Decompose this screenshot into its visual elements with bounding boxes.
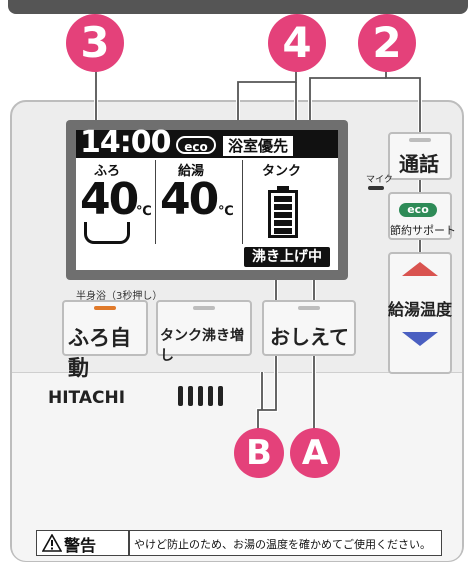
- speaker-slot: [218, 386, 223, 406]
- teach-label: おしえて: [270, 325, 349, 349]
- bath-priority-indicator: 浴室優先: [222, 135, 294, 157]
- temp-down-arrow-icon[interactable]: [402, 332, 438, 346]
- boiling-status: 沸き上げ中: [244, 247, 330, 267]
- button-stripe: [298, 306, 320, 310]
- tank-bar: [274, 228, 292, 234]
- speaker-slot: [188, 386, 193, 406]
- call-button[interactable]: 通話: [388, 132, 452, 180]
- tank-bar: [274, 196, 292, 202]
- tank-icon-cap: [277, 186, 289, 191]
- eco-icon: eco: [399, 203, 437, 217]
- auto-bath-label: ふろ自動: [68, 326, 131, 380]
- teach-button[interactable]: おしえて: [262, 300, 356, 356]
- top-band: [8, 0, 468, 14]
- clock-display: 14:00: [80, 125, 171, 160]
- bathtub-icon: [84, 222, 130, 244]
- eco-mode-badge: eco: [176, 136, 216, 154]
- hot-water-temp-unit: ℃: [218, 204, 234, 219]
- callout-badge-b: B: [234, 428, 284, 478]
- warning-label: [36, 530, 442, 556]
- button-stripe: [193, 306, 215, 310]
- callout-badge-2: 2: [358, 14, 416, 72]
- mic-indicator: [368, 186, 384, 190]
- button-stripe-orange: [94, 306, 116, 310]
- tank-bar: [274, 212, 292, 218]
- hot-water-label: 給湯: [178, 164, 205, 179]
- hot-water-temperature: 40: [160, 174, 219, 225]
- tank-bar: [274, 204, 292, 210]
- temp-up-arrow-icon[interactable]: [402, 262, 438, 276]
- bath-temperature: 40: [80, 174, 139, 225]
- callout-badge-4: 4: [268, 14, 326, 72]
- hot-water-temp-label: 給湯温度: [388, 300, 453, 319]
- call-button-label: 通話: [399, 152, 439, 176]
- callout-badge-3: 3: [66, 14, 124, 72]
- tank-bar: [274, 220, 292, 226]
- mic-label: マイク: [366, 175, 393, 185]
- brand-logo: HITACHI: [48, 388, 126, 408]
- speaker-slot: [178, 386, 183, 406]
- button-stripe: [409, 138, 431, 142]
- warning-title: 警告: [64, 536, 97, 555]
- tank-reheat-button[interactable]: タンク沸き増し: [156, 300, 252, 364]
- hot-water-temp-button[interactable]: [388, 252, 452, 374]
- eco-support-label: 節約サポート: [390, 224, 456, 237]
- bath-temp-unit: ℃: [136, 204, 152, 219]
- tank-reheat-label: タンク沸き増し: [160, 328, 244, 364]
- tank-label: タンク: [262, 164, 302, 179]
- callout-badge-a: A: [290, 428, 340, 478]
- warning-text: やけど防止のため、お湯の温度を確かめてご使用ください。: [134, 538, 431, 551]
- speaker-slot: [208, 386, 213, 406]
- lcd-divider-1: [155, 160, 156, 244]
- speaker-slot: [198, 386, 203, 406]
- half-bath-note: 半身浴（3秒押し）: [76, 291, 163, 302]
- warning-triangle-icon: [42, 534, 62, 552]
- auto-bath-button[interactable]: ふろ自動: [62, 300, 148, 380]
- tank-level-icon: [268, 190, 298, 238]
- bath-label: ふろ: [94, 164, 121, 179]
- warning-separator: [128, 530, 130, 556]
- lcd-divider-2: [242, 160, 243, 244]
